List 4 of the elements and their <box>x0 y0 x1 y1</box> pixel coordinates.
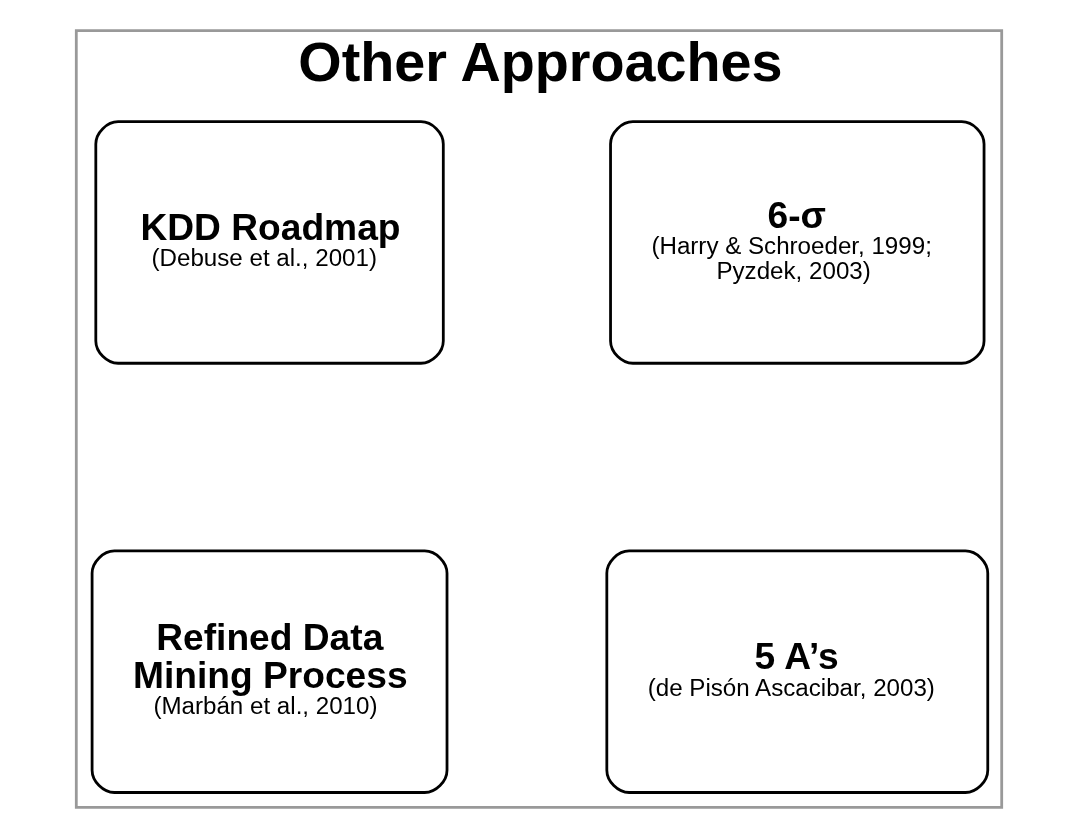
node-box: 5 A’s (de Pisón Ascacibar, 2003) <box>604 549 989 794</box>
node-box: Refined Data Mining Process (Marbán et al., 2010) <box>90 549 448 794</box>
node-box: KDD Roadmap (Debuse et al., 2001) <box>93 120 445 365</box>
node-box: 6-σ (Harry & Schroeder, 1999; Pyzdek, 2003) <box>608 120 985 365</box>
